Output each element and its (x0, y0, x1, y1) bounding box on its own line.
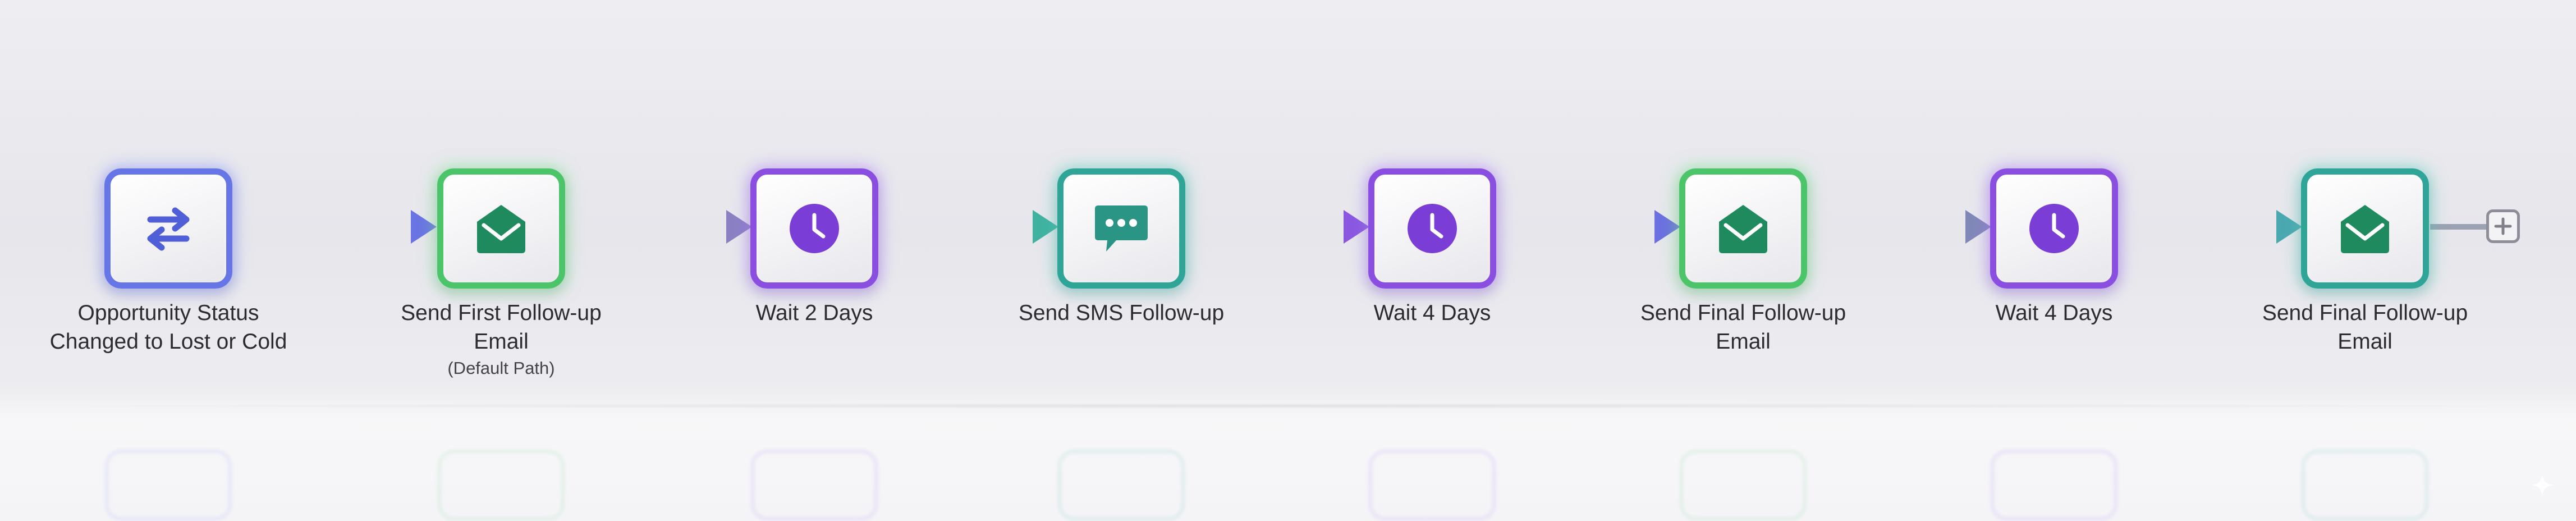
node-reflection (2301, 449, 2429, 521)
node-reflection (1990, 449, 2118, 521)
step-title: Wait 4 Days (1995, 301, 2113, 325)
node-reflection (437, 449, 565, 521)
step-label: Send Final Follow-up Email (1637, 299, 1850, 356)
step-node-wait-2[interactable] (1368, 168, 1496, 289)
connector-7 (2119, 210, 2302, 244)
plus-icon (2494, 217, 2512, 235)
step-title: Wait 2 Days (755, 301, 873, 325)
step-label: Send Final Follow-up Email (2258, 299, 2472, 356)
node-reflection (1679, 449, 1807, 521)
step-node-trigger[interactable] (104, 168, 232, 289)
connector-5 (1497, 210, 1680, 244)
step-label: Send SMS Follow-up (1003, 299, 1239, 327)
connector-6 (1808, 210, 1991, 244)
step-node-wait-1[interactable] (750, 168, 878, 289)
envelope-icon (2334, 200, 2396, 257)
step-label: Wait 2 Days (696, 299, 932, 327)
step-title: Send SMS Follow-up (1018, 301, 1225, 325)
step-label: Send First Follow-up Email (Default Path) (395, 299, 608, 381)
transfer-arrows-icon (135, 195, 202, 262)
step-subtitle: (Default Path) (447, 358, 555, 378)
envelope-icon (1712, 200, 1774, 257)
envelope-icon (470, 200, 532, 257)
connector-2 (565, 210, 752, 244)
step-title: Send First Follow-up Email (401, 301, 602, 354)
connector-3 (880, 210, 1058, 244)
step-label: Opportunity Status Changed to Lost or Co… (45, 299, 292, 356)
step-title: Send Final Follow-up Email (2262, 301, 2468, 354)
step-title: Wait 4 Days (1373, 301, 1491, 325)
step-node-sms[interactable] (1057, 168, 1185, 289)
sparkle-icon (2531, 474, 2554, 496)
step-title: Send Final Follow-up Email (1640, 301, 1846, 354)
node-reflection (104, 449, 232, 521)
clock-icon (2026, 200, 2082, 257)
step-node-email-3[interactable] (2301, 168, 2429, 289)
clock-icon (786, 200, 842, 257)
node-reflection (750, 449, 878, 521)
step-title: Opportunity Status Changed to Lost or Co… (49, 301, 287, 354)
step-label: Wait 4 Days (1936, 299, 2172, 327)
connector-4 (1186, 210, 1369, 244)
floor-reflection (0, 387, 2576, 521)
connector-1 (233, 210, 437, 244)
floor-shadow (0, 403, 2576, 409)
step-node-email-1[interactable] (437, 168, 565, 289)
clock-icon (1404, 200, 1460, 257)
step-node-wait-3[interactable] (1990, 168, 2118, 289)
add-step-button[interactable] (2486, 209, 2520, 243)
node-reflection (1057, 449, 1185, 521)
chat-bubble-icon (1090, 198, 1152, 259)
step-label: Wait 4 Days (1314, 299, 1550, 327)
node-reflection (1368, 449, 1496, 521)
step-node-email-2[interactable] (1679, 168, 1807, 289)
